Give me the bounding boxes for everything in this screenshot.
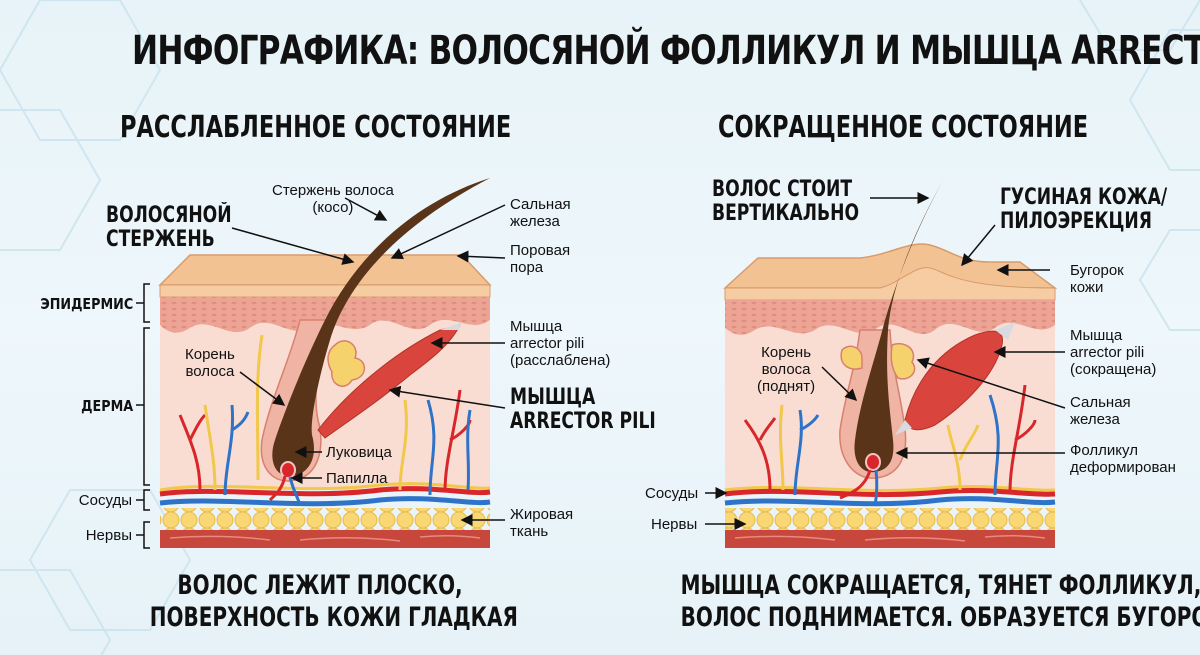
relaxed-pointer-arrows xyxy=(231,197,506,526)
layer-label-vessels: Сосуды xyxy=(78,492,132,509)
layer-label-epidermis: ЭПИДЕРМИС xyxy=(40,295,133,313)
contracted-caption: МЫШЦА СОКРАЩАЕТСЯ, ТЯНЕТ ФОЛЛИКУЛ,ВОЛОС … xyxy=(680,570,1200,633)
relaxed-skin-block xyxy=(158,178,492,548)
contracted-skin-block xyxy=(723,168,1058,548)
goosebumps-big-label: ГУСИНАЯ КОЖА/ПИЛОЭРЕКЦИЯ xyxy=(1000,185,1168,234)
bulb-label: Луковица xyxy=(326,444,392,461)
contracted-pointer-arrows xyxy=(705,192,1066,530)
papilla-label: Папилла xyxy=(326,470,388,487)
page-title: ИНФОГРАФИКА: ВОЛОСЯНОЙ ФОЛЛИКУЛ И МЫШЦА … xyxy=(132,28,1200,74)
layer-brackets-left xyxy=(136,283,150,549)
layer-label-dermis: ДЕРМА xyxy=(81,397,133,415)
right-nerves-label: Нервы xyxy=(651,516,698,533)
relaxed-caption: ВОЛОС ЛЕЖИТ ПЛОСКО,ПОВЕРХНОСТЬ КОЖИ ГЛАД… xyxy=(149,570,518,633)
contracted-state-heading: СОКРАЩЕННОЕ СОСТОЯНИЕ xyxy=(718,110,1089,145)
right-vessels-label: Сосуды xyxy=(645,485,699,502)
layer-label-nerves: Нервы xyxy=(85,527,132,544)
relaxed-state-heading: РАССЛАБЛЕННОЕ СОСТОЯНИЕ xyxy=(120,110,512,145)
angled-shaft-label: Стержень волоса(косо) xyxy=(272,182,394,216)
